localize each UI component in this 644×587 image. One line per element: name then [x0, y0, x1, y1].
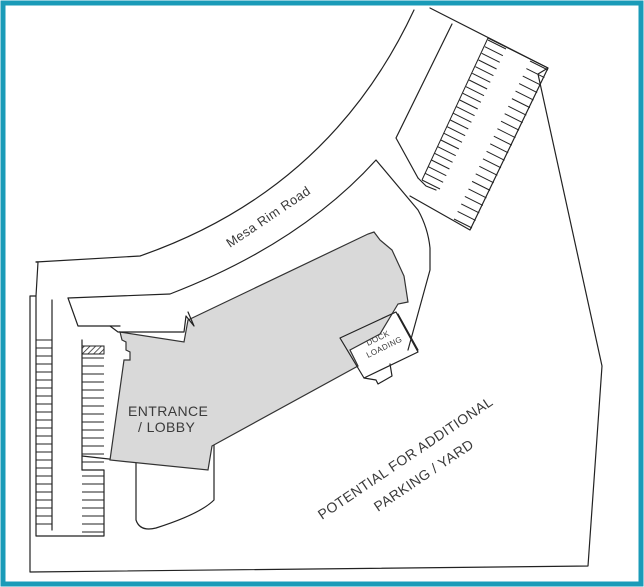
parking-stall-line [457, 211, 476, 221]
road-outer-edge [35, 9, 415, 263]
parking-stall-line [428, 166, 447, 177]
parking-lot-left-outline [35, 295, 105, 537]
dock-loading-box [339, 311, 419, 379]
dock-loading-step [363, 363, 393, 385]
parking-lot-left-aisle [51, 299, 83, 531]
road-label: Mesa Rim Road [223, 183, 313, 250]
parking-stall-line [446, 126, 466, 137]
parking-lot-right-outline [409, 37, 549, 231]
parking-stall-line [453, 112, 472, 123]
parking-stall-line [500, 120, 520, 131]
parking-lot-right-spine [421, 37, 489, 181]
parking-stall-line [431, 159, 450, 170]
parking-stall-line [456, 106, 475, 117]
parking-stall-line [464, 195, 484, 206]
dock-loading-door [397, 313, 419, 351]
building-footprint [109, 231, 409, 471]
parking-stall-line [493, 135, 513, 146]
parking-stall-line [424, 172, 444, 183]
parking-stall-line [472, 72, 491, 83]
parking-stall-line [529, 60, 549, 71]
parking-stall-line [522, 75, 541, 86]
parking-stall-line [453, 218, 473, 229]
parking-stall-line [504, 113, 523, 124]
parking-stall-line [459, 99, 478, 110]
parking-stall-line [443, 132, 463, 143]
parking-stall-line [461, 203, 480, 214]
parking-stall-line [468, 79, 488, 90]
parking-stall-line [497, 128, 516, 139]
property-boundary [29, 7, 603, 573]
lobby-label-line1: ENTRANCE [128, 403, 208, 419]
lower-driveway [81, 429, 215, 530]
parking-stall-line [475, 173, 494, 184]
parking-stall-line [437, 146, 456, 157]
parking-stall-line [526, 68, 545, 78]
parking-stall-line [484, 46, 504, 57]
parking-stall-line [511, 98, 531, 109]
right-driveway-right-edge [417, 177, 437, 191]
parking-stall-line [482, 158, 502, 169]
parking-stall-line [481, 52, 500, 63]
parking-stalls-right [421, 39, 549, 229]
road-connector [67, 297, 121, 327]
parking-stalls-left [36, 339, 104, 533]
parking-stall-line [518, 83, 538, 94]
parking-stall-line [440, 139, 460, 150]
parking-stall-line [468, 188, 487, 199]
parking-stall-line [475, 66, 494, 77]
right-driveway-left-edge [395, 23, 453, 179]
parking-stall-line [462, 92, 482, 103]
parking-stall-line [508, 105, 527, 116]
road-inner-edge [67, 159, 431, 351]
parking-stall-line [515, 90, 534, 101]
parking-stall-line [486, 150, 505, 161]
hatched-marker [81, 345, 105, 355]
potential-label-line1: POTENTIAL FOR ADDITIONAL [315, 393, 496, 522]
parking-stall-line [450, 119, 469, 130]
parking-stall-line [465, 86, 485, 97]
parking-stall-line [487, 39, 507, 50]
lobby-label-line2: / LOBBY [138, 419, 196, 435]
parking-stall-line [471, 180, 491, 191]
parking-stall-line [421, 179, 441, 190]
building-notch [109, 311, 195, 333]
parking-stall-line [434, 152, 453, 163]
parking-stall-line [479, 165, 498, 176]
parking-stall-line [489, 143, 509, 154]
parking-stall-line [478, 59, 497, 70]
